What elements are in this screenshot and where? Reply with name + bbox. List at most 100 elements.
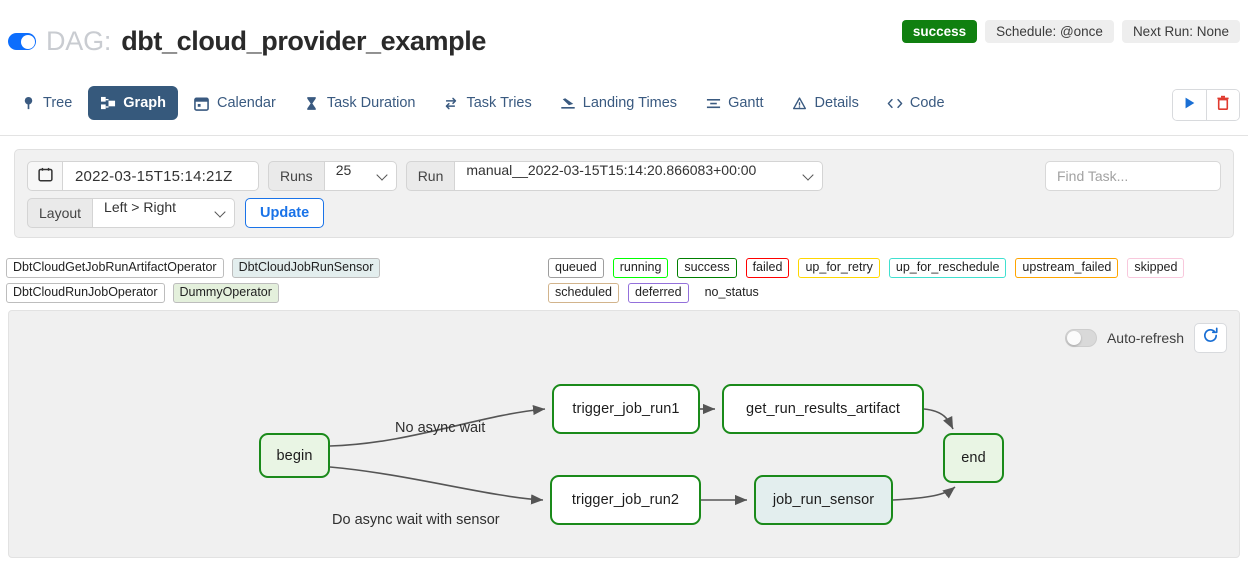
tab-label: Code [909, 95, 945, 111]
edge-artifact-to-end [923, 408, 954, 430]
status-chip-upstream-failed[interactable]: upstream_failed [1015, 258, 1119, 278]
status-badge: success [901, 20, 978, 43]
base-date-input[interactable]: 2022-03-15T15:14:21Z [63, 161, 259, 191]
task-node-trigger-job-run1[interactable]: trigger_job_run1 [552, 384, 700, 434]
code-icon [887, 95, 903, 111]
operator-chip[interactable]: DbtCloudRunJobOperator [6, 283, 165, 303]
refresh-button[interactable] [1194, 323, 1227, 353]
auto-refresh-label: Auto-refresh [1106, 330, 1184, 346]
run-group: Run manual__2022-03-15T15:14:20.866083+0… [405, 161, 824, 191]
play-icon [1183, 96, 1196, 115]
next-run-badge: Next Run: None [1121, 20, 1240, 43]
operator-chip[interactable]: DbtCloudGetJobRunArtifactOperator [6, 258, 224, 278]
runs-select[interactable]: 25 [324, 161, 397, 191]
auto-refresh-controls: Auto-refresh [1064, 323, 1227, 353]
task-node-end[interactable]: end [943, 433, 1004, 483]
view-tabs: Tree Graph Calendar Task Duration [8, 86, 957, 120]
tab-task-duration[interactable]: Task Duration [292, 86, 428, 120]
calendar-icon [194, 95, 210, 111]
gantt-icon [705, 95, 721, 111]
run-label: Run [405, 161, 456, 191]
dag-graph-canvas: Auto-refresh begin trigger_j [8, 310, 1240, 558]
task-node-trigger-job-run2[interactable]: trigger_job_run2 [550, 475, 701, 525]
edge-begin-to-trigger1 [329, 404, 546, 447]
filter-row-top: 2022-03-15T15:14:21Z Runs 25 Run manual_… [27, 161, 824, 191]
trash-icon [1216, 95, 1230, 116]
task-node-label: get_run_results_artifact [746, 401, 900, 417]
status-chip-up-for-reschedule[interactable]: up_for_reschedule [888, 258, 1007, 278]
task-node-get-run-results-artifact[interactable]: get_run_results_artifact [722, 384, 924, 434]
calendar-icon [37, 167, 53, 185]
layout-group: Layout Left > Right [27, 198, 236, 228]
auto-refresh-toggle[interactable] [1064, 329, 1097, 347]
dag-paused-toggle[interactable] [8, 33, 36, 50]
status-chip-failed[interactable]: failed [745, 258, 790, 278]
graph-edges [329, 403, 956, 506]
edge-begin-to-trigger2 [329, 466, 544, 505]
task-node-label: trigger_job_run1 [572, 401, 680, 417]
tab-code[interactable]: Code [875, 86, 957, 120]
tab-label: Landing Times [582, 95, 678, 111]
status-chip-up-for-retry[interactable]: up_for_retry [798, 258, 880, 278]
tab-label: Tree [43, 95, 73, 111]
status-chip-skipped[interactable]: skipped [1127, 258, 1185, 278]
operator-legend: DbtCloudGetJobRunArtifactOperator DbtClo… [6, 258, 536, 303]
find-task-input[interactable] [1045, 161, 1221, 191]
calendar-picker-button[interactable] [27, 161, 63, 191]
runs-group: Runs 25 [268, 161, 397, 191]
tab-details[interactable]: Details [780, 86, 871, 120]
dag-filter-panel: 2022-03-15T15:14:21Z Runs 25 Run manual_… [14, 149, 1234, 238]
layout-select[interactable]: Left > Right [93, 198, 236, 228]
runs-label: Runs [268, 161, 325, 191]
retry-icon [443, 95, 459, 111]
dag-action-buttons [1172, 89, 1240, 121]
layout-label: Layout [27, 198, 94, 228]
tab-label: Details [814, 95, 859, 111]
tab-gantt[interactable]: Gantt [693, 86, 775, 120]
run-select[interactable]: manual__2022-03-15T15:14:20.866083+00:00 [455, 161, 824, 191]
page-header: DAG: dbt_cloud_provider_example success … [0, 0, 1248, 74]
trigger-dag-button[interactable] [1173, 90, 1206, 120]
task-node-label: end [961, 450, 986, 466]
operator-chip[interactable]: DummyOperator [172, 283, 279, 303]
status-chip-scheduled[interactable]: scheduled [548, 283, 619, 303]
status-chip-deferred[interactable]: deferred [628, 283, 689, 303]
tab-label: Graph [123, 95, 166, 111]
status-chip-no-status: no_status [704, 285, 759, 299]
edge-sensor-to-end [892, 486, 956, 501]
task-node-label: job_run_sensor [772, 492, 875, 508]
page-title: DAG: dbt_cloud_provider_example [8, 26, 486, 57]
tab-graph[interactable]: Graph [88, 86, 178, 120]
tab-label: Calendar [216, 95, 276, 111]
hourglass-icon [304, 95, 320, 111]
operator-chip[interactable]: DbtCloudJobRunSensor [231, 258, 381, 278]
legend-area: DbtCloudGetJobRunArtifactOperator DbtClo… [0, 258, 1248, 308]
tab-task-tries[interactable]: Task Tries [431, 86, 543, 120]
tab-landing-times[interactable]: Landing Times [548, 86, 689, 120]
delete-dag-button[interactable] [1206, 90, 1239, 120]
dag-status-badges: success Schedule: @once Next Run: None [901, 20, 1240, 43]
status-chip-running[interactable]: running [612, 258, 669, 278]
tab-calendar[interactable]: Calendar [182, 86, 288, 120]
tree-icon [20, 95, 36, 111]
landing-icon [560, 95, 576, 111]
filter-row-bottom: Layout Left > Right Update [27, 198, 325, 228]
schedule-badge[interactable]: Schedule: @once [985, 20, 1114, 43]
task-node-label: begin [276, 447, 313, 464]
edge-label-do-async-wait: Do async wait with sensor [332, 512, 500, 528]
update-button[interactable]: Update [245, 198, 325, 228]
tab-tree[interactable]: Tree [8, 86, 84, 120]
run-select-value: manual__2022-03-15T15:14:20.866083+00:00 [455, 162, 783, 190]
edge-label-no-async-wait: No async wait [395, 420, 486, 436]
tab-label: Task Duration [326, 95, 416, 111]
status-chip-queued[interactable]: queued [548, 258, 604, 278]
status-chip-success[interactable]: success [677, 258, 737, 278]
runs-select-value: 25 [324, 162, 378, 190]
tab-label: Gantt [728, 95, 764, 111]
dag-prefix-label: DAG: [46, 26, 112, 56]
task-node-begin[interactable]: begin [259, 433, 330, 478]
status-legend: queued running success failed up_for_ret… [548, 258, 1248, 303]
task-node-job-run-sensor[interactable]: job_run_sensor [754, 475, 893, 525]
task-node-label: trigger_job_run2 [571, 492, 680, 508]
